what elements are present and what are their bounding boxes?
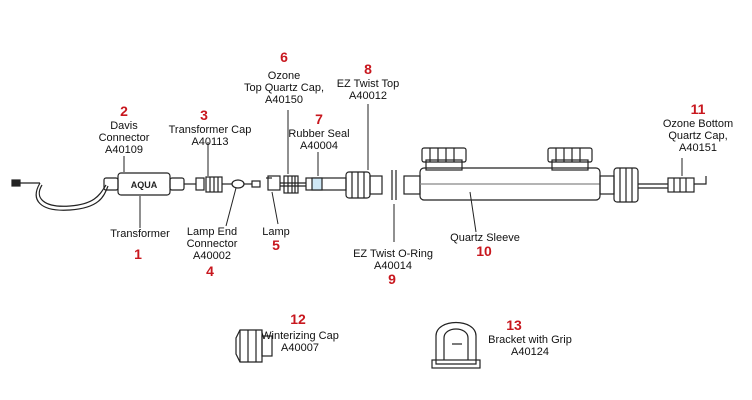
number-1: 1: [134, 246, 142, 262]
number-8: 8: [364, 61, 372, 77]
label-winterizing-cap: Winterizing Cap A40007: [261, 330, 339, 354]
label-lamp-end-connector: Lamp End Connector A40002: [186, 226, 238, 262]
transformer-cap-drawing: [205, 176, 232, 193]
ez-twist-o-ring-drawing: [391, 170, 397, 200]
label-ozone-top-quartz-cap: Ozone Top Quartz Cap, A40150: [243, 70, 325, 106]
number-13: 13: [506, 317, 522, 333]
label-quartz-sleeve: Quartz Sleeve: [450, 232, 520, 244]
number-9: 9: [388, 271, 396, 287]
ez-twist-top-drawing: [345, 171, 383, 199]
transformer-drawing: [11, 172, 205, 211]
label-lamp: Lamp: [262, 226, 290, 238]
label-ozone-bottom-quartz-cap: Ozone Bottom Quartz Cap, A40151: [662, 118, 734, 154]
number-12: 12: [290, 311, 306, 327]
label-rubber-seal: Rubber Seal A40004: [288, 128, 350, 152]
label-davis-connector: Davis Connector A40109: [98, 120, 150, 156]
rubber-seal-drawing: [305, 177, 347, 191]
number-5: 5: [272, 237, 280, 253]
label-ez-twist-o-ring: EZ Twist O-Ring A40014: [353, 248, 433, 272]
ozone-top-quartz-cap-drawing: [283, 175, 299, 194]
lamp-drawing: [266, 175, 306, 191]
quartz-sleeve-drawing: [403, 147, 668, 203]
number-2: 2: [120, 103, 128, 119]
number-6: 6: [280, 49, 288, 65]
number-4: 4: [206, 263, 214, 279]
label-transformer: Transformer: [110, 228, 170, 240]
number-10: 10: [476, 243, 492, 259]
label-bracket-with-grip: Bracket with Grip A40124: [488, 334, 572, 358]
label-transformer-cap: Transformer Cap A40113: [168, 124, 252, 148]
number-7: 7: [315, 111, 323, 127]
label-ez-twist-top: EZ Twist Top A40012: [336, 78, 400, 102]
ozone-bottom-quartz-cap-drawing: [667, 176, 707, 193]
winterizing-cap-drawing: [235, 329, 273, 363]
aqua-logo: AQUA: [131, 180, 158, 190]
bracket-with-grip-drawing: [431, 322, 481, 369]
number-3: 3: [200, 107, 208, 123]
number-11: 11: [690, 101, 706, 117]
lamp-end-connector-drawing: [231, 179, 261, 189]
leader-lines: [123, 104, 683, 242]
